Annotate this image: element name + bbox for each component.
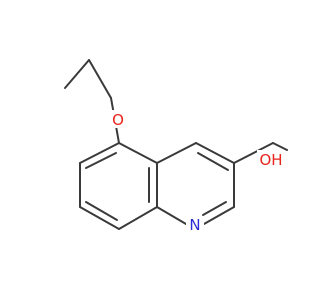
bond-c4-c3-inner [197, 152, 229, 171]
hydroxymethyl-group [233, 142, 288, 164]
bond-ch2-oh [272, 142, 288, 151]
bond-c5-c6-inner [85, 152, 117, 169]
bond-c4a-c4 [156, 142, 197, 164]
bond-c7-c8 [79, 206, 120, 230]
benzene-ring [79, 142, 158, 230]
bond-c5-c6 [79, 142, 120, 164]
pyridine-ring [156, 142, 235, 225]
molecule-structure: O N OH [64, 59, 288, 234]
bond-c8-c8a [118, 206, 158, 230]
bond-c2-n1-inner [202, 201, 227, 216]
bond-c2-n1 [203, 206, 235, 225]
label-background-ring-nitrogen [186, 216, 204, 234]
ethoxy-group [64, 59, 120, 144]
bond-ethyl-c1-o [88, 59, 112, 99]
ether-oxygen-label: O [112, 111, 124, 129]
bond-ethyl-c1-c2 [64, 59, 90, 89]
label-background-ether-oxygen [103, 110, 119, 128]
bond-n1-c8a [156, 206, 187, 225]
label-background-hydroxyl [257, 150, 285, 170]
ring-nitrogen-label: N [189, 216, 200, 234]
bond-c7-c8-inner [85, 201, 118, 221]
bond-c4-c3 [195, 142, 235, 164]
bond-c3-ch2 [233, 142, 274, 164]
hydroxyl-label: OH [259, 151, 282, 169]
bond-c4a-c5 [118, 142, 158, 164]
